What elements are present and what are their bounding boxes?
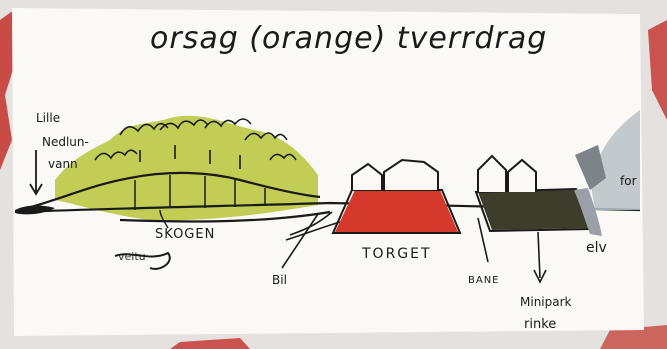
lake-label-line-1: Lille: [36, 111, 60, 125]
square-red-fill: [335, 190, 458, 232]
forest-label: SKOGEN: [155, 227, 215, 242]
park-dark-fill: [478, 190, 588, 230]
sketch-title: orsag (orange) tverrdrag: [150, 21, 547, 56]
park-label-line-2: rinke: [524, 317, 556, 332]
lake-label-line-3: vann: [48, 157, 78, 171]
edge-label: for: [620, 174, 637, 188]
park-label-line-1: Minipark: [520, 295, 572, 309]
car-label: Bil: [272, 273, 287, 287]
river-label: elv: [586, 240, 607, 256]
square-label: TORGET: [361, 246, 432, 262]
lake-label-line-2: Nedlun-: [42, 135, 89, 149]
track-label: BANE: [468, 275, 500, 286]
